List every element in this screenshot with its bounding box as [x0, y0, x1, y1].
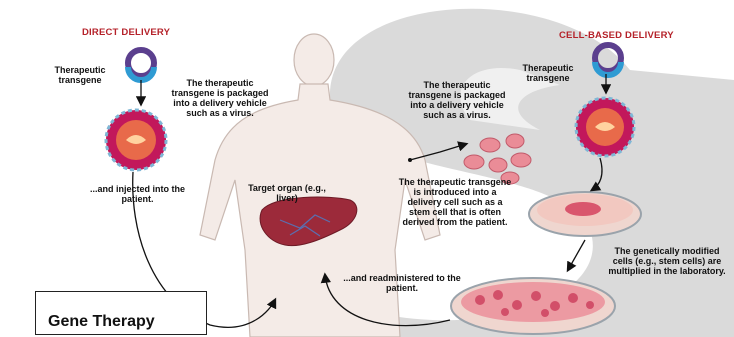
- direct-delivery-heading: DIRECT DELIVERY: [82, 27, 170, 38]
- petri-dish-upper: [529, 192, 641, 236]
- introduced-text: The therapeutic transgene is introduced …: [396, 177, 514, 227]
- packaged-text-center: The therapeutic transgene is packaged in…: [405, 80, 509, 120]
- plasmid-left: [128, 50, 154, 80]
- transgene-label-right: Therapeutic transgene: [508, 63, 588, 83]
- caption-title: Gene Therapy: [48, 313, 155, 331]
- caption-box: Gene Therapy: [35, 291, 207, 335]
- cell-based-delivery-heading: CELL-BASED DELIVERY: [559, 30, 674, 41]
- transgene-label-left: Therapeutic transgene: [40, 65, 120, 85]
- virus-right: [576, 98, 634, 156]
- virus-left: [106, 110, 166, 170]
- readministered-text: ...and readministered to the patient.: [342, 273, 462, 293]
- injected-text: ...and injected into the patient.: [90, 184, 185, 204]
- packaged-text-left: The therapeutic transgene is packaged in…: [168, 78, 272, 118]
- petri-dish-lower: [451, 278, 615, 334]
- multiplied-text: The genetically modified cells (e.g., st…: [608, 246, 726, 276]
- target-organ-label: Target organ (e.g., liver): [247, 183, 327, 203]
